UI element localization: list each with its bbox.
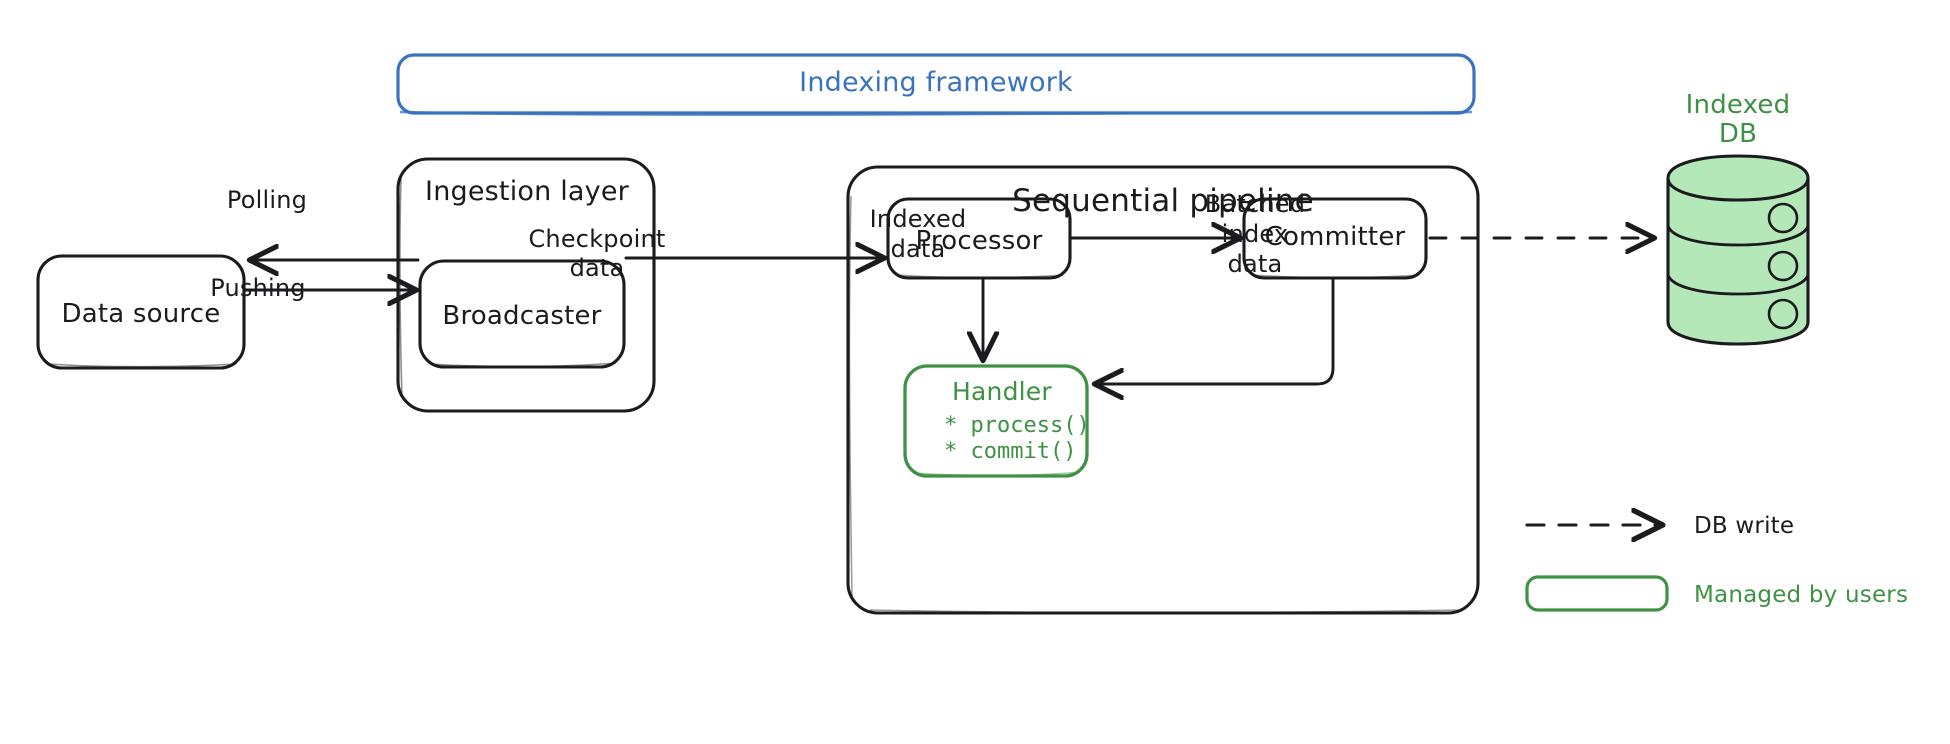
data-source-node[interactable]: [36, 254, 246, 370]
processor-node[interactable]: [886, 197, 1072, 280]
committer-node[interactable]: [1242, 197, 1428, 280]
edge-committer-to-handler: [1097, 278, 1335, 384]
handler-node[interactable]: [903, 364, 1089, 478]
indexed-db-cylinder[interactable]: [1666, 154, 1810, 346]
indexing-framework-band: [396, 53, 1476, 116]
sequential-pipeline-container: [846, 165, 1480, 615]
legend-managed-by-users-swatch: [1525, 575, 1669, 612]
broadcaster-node[interactable]: [418, 259, 626, 369]
